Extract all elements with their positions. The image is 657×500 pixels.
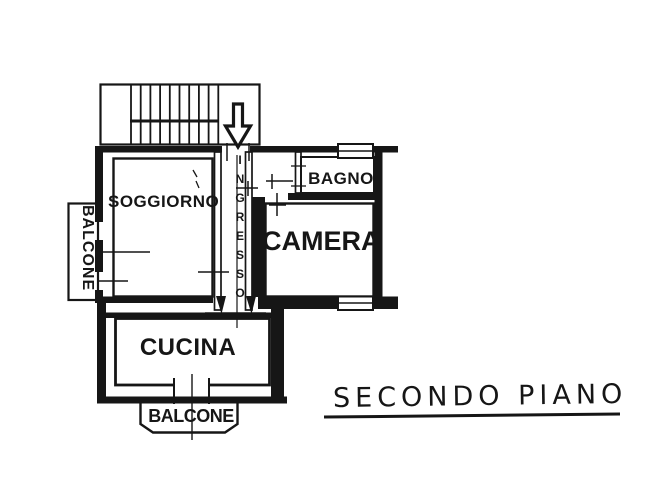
down-arrow-icon <box>222 102 254 151</box>
windows <box>337 143 374 311</box>
camera-outline <box>264 202 375 298</box>
top-wall-right <box>250 146 398 153</box>
corridor-left-wall <box>213 151 222 311</box>
room-label-ingresso: INGRESSO <box>233 153 247 305</box>
kitchen-top-wall <box>106 312 272 318</box>
room-label-balcone-left: BALCONE <box>79 205 96 292</box>
kitchen-right-wall <box>271 309 284 403</box>
top-wall-left <box>95 146 222 153</box>
left-wall-upper <box>95 146 103 222</box>
left-wall-lower <box>97 300 106 403</box>
room-label-soggiorno: SOGGIORNO <box>108 192 220 211</box>
room-label-balcone-bottom: BALCONE <box>148 406 234 426</box>
corridor-swing-arrows <box>216 296 256 314</box>
window-bottom <box>337 295 374 311</box>
camera-left-wall <box>252 197 265 297</box>
room-label-bagno: BAGNO <box>308 169 374 188</box>
door-marks <box>98 143 306 440</box>
room-label-camera: CAMERA <box>262 226 381 256</box>
soggiorno-outline <box>112 157 214 298</box>
soggiorno-bottom-wall <box>95 296 213 303</box>
right-wall <box>374 146 383 309</box>
window-top <box>337 143 374 159</box>
balcone-bottom-outline <box>139 403 239 434</box>
bagno-bottom-wall <box>288 193 375 200</box>
floor-title: SECONDO PIANO <box>332 378 628 415</box>
room-label-cucina: CUCINA <box>139 334 237 361</box>
